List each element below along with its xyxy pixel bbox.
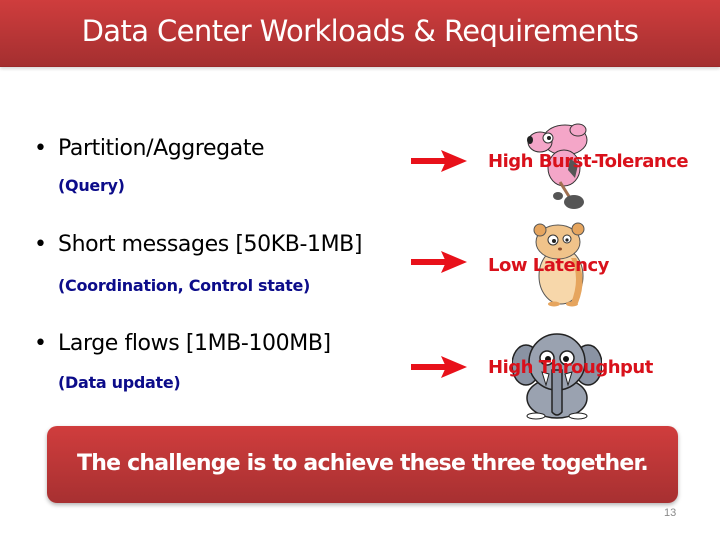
arrow-right-icon xyxy=(411,356,467,378)
workload-detail: (Coordination, Control state) xyxy=(58,276,311,295)
bullet-icon: • xyxy=(34,232,47,257)
challenge-callout: The challenge is to achieve these three … xyxy=(47,426,678,503)
page-number: 13 xyxy=(664,507,677,519)
workload-detail: (Data update) xyxy=(58,373,181,392)
slide-title-bar: Data Center Workloads & Requirements xyxy=(0,0,720,67)
workload-detail: (Query) xyxy=(58,176,125,195)
workload-label: Short messages [50KB-1MB] xyxy=(58,232,363,257)
workload-item-short-messages: • Short messages [50KB-1MB] xyxy=(34,232,362,257)
workload-item-large-flows: • Large flows [1MB-100MB] xyxy=(34,331,331,356)
arrow-right-icon xyxy=(411,251,467,273)
slide-title: Data Center Workloads & Requirements xyxy=(81,14,639,48)
workload-item-partition-aggregate: • Partition/Aggregate xyxy=(34,136,265,161)
workload-label: Large flows [1MB-100MB] xyxy=(58,331,331,356)
arrow-right-icon xyxy=(411,150,467,172)
bullet-icon: • xyxy=(34,331,47,356)
workload-label: Partition/Aggregate xyxy=(58,136,265,161)
requirement-high-throughput: High Throughput xyxy=(488,357,653,378)
bullet-icon: • xyxy=(34,136,47,161)
requirement-burst-tolerance: High Burst-Tolerance xyxy=(488,151,689,172)
hamster-icon xyxy=(533,222,585,307)
elephant-icon xyxy=(512,333,602,420)
challenge-text: The challenge is to achieve these three … xyxy=(77,451,649,476)
requirement-low-latency: Low Latency xyxy=(488,255,609,276)
pig-icon xyxy=(527,123,588,209)
